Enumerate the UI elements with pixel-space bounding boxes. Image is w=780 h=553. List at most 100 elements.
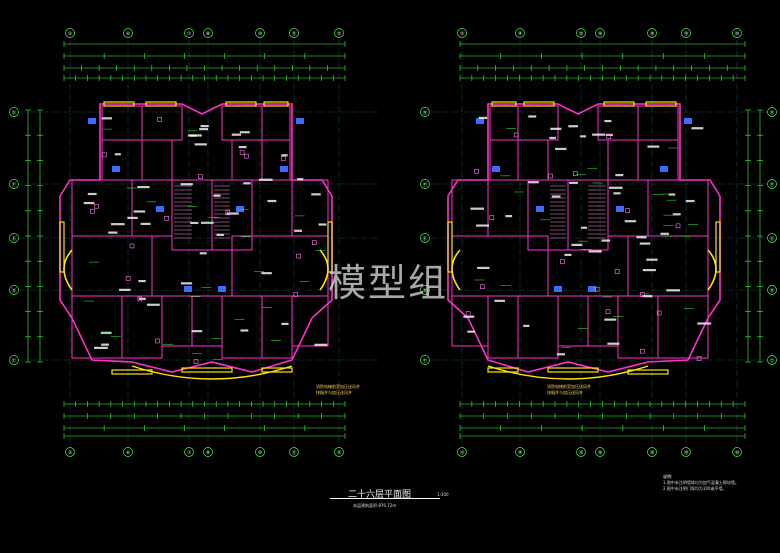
room-label-mark xyxy=(110,223,125,226)
room-label-mark xyxy=(555,147,567,151)
axis-bubble-label: Ⓖ xyxy=(770,109,775,116)
axis-bubble xyxy=(420,179,430,189)
axis-bubble xyxy=(334,447,344,457)
axis-bubble xyxy=(9,285,19,295)
room-label-mark xyxy=(477,266,490,270)
room-label-mark xyxy=(568,125,579,128)
axis-bubble xyxy=(732,28,742,38)
door-swing xyxy=(296,118,304,124)
room-label-mark xyxy=(668,193,676,196)
room-label-mark xyxy=(108,231,118,234)
room-label-mark xyxy=(463,315,475,318)
room-label-mark xyxy=(592,133,606,136)
scale-label: 1:100 xyxy=(437,492,449,497)
room-label-mark xyxy=(297,178,304,181)
axis-bubble-label: Ⓒ xyxy=(770,357,775,364)
room-label-mark xyxy=(604,119,612,123)
axis-bubble xyxy=(9,355,19,365)
door-swing xyxy=(184,286,192,292)
room-label-mark xyxy=(660,232,669,235)
door-swing xyxy=(112,166,120,172)
room-label-mark xyxy=(318,223,327,226)
axis-bubble-label: ⑭ xyxy=(518,449,523,456)
room-label-mark xyxy=(199,252,207,255)
room-label-mark xyxy=(564,253,572,256)
axis-bubble-label: Ⓕ xyxy=(770,181,775,188)
window xyxy=(715,221,721,273)
window xyxy=(225,101,257,107)
callout-left-line: 排烟井与加压送风井 xyxy=(316,390,352,395)
axis-bubble xyxy=(184,447,194,457)
drawing-title: 二十六层平面图 xyxy=(348,490,412,500)
fixture xyxy=(193,359,199,364)
room-label-mark xyxy=(180,183,193,186)
balcony-curve xyxy=(131,365,293,380)
axis-bubble-label: ⑦ xyxy=(187,31,191,37)
room-label-mark xyxy=(639,242,651,245)
room-label-mark xyxy=(133,210,146,213)
fixture xyxy=(594,286,600,292)
axis-bubble-label: ⑯ xyxy=(598,449,603,456)
axis-bubble xyxy=(420,285,430,295)
room-label-mark xyxy=(146,303,160,306)
axis-bubble xyxy=(457,28,467,38)
room-label-mark xyxy=(180,282,193,285)
window xyxy=(645,101,677,107)
axis-bubble xyxy=(647,447,657,457)
axis-bubble xyxy=(420,355,430,365)
axis-bubble xyxy=(255,28,265,38)
fixture xyxy=(296,253,301,259)
room-label-mark xyxy=(119,288,131,291)
fixture xyxy=(625,208,630,213)
axis-bubble xyxy=(9,107,19,117)
axis-bubble-label: Ⓕ xyxy=(12,181,17,188)
room-label-mark xyxy=(523,324,530,327)
axis-bubble xyxy=(767,355,777,365)
axis-bubble xyxy=(184,28,194,38)
room-label-mark xyxy=(549,136,557,140)
room-label-mark xyxy=(601,239,611,242)
unit-plan-left xyxy=(59,101,333,380)
fixture xyxy=(280,156,286,161)
fixture xyxy=(474,168,479,174)
axis-bubble xyxy=(515,447,525,457)
fixture xyxy=(696,356,702,361)
axis-bubble xyxy=(9,179,19,189)
room-label-mark xyxy=(615,173,624,177)
door-swing xyxy=(684,118,692,124)
axis-bubble xyxy=(515,28,525,38)
fixture xyxy=(225,210,231,216)
axis-bubble-label: ⑥ xyxy=(126,31,130,37)
room-label-mark xyxy=(604,318,617,321)
room-label-mark xyxy=(94,346,108,349)
room-label-mark xyxy=(194,143,207,146)
note-item: 2.图中未注明门垛均为100或平墙。 xyxy=(663,486,727,491)
fixture xyxy=(614,269,620,274)
window xyxy=(181,367,233,373)
axis-bubble-label: Ⓖ xyxy=(12,109,17,116)
bay-window xyxy=(451,249,461,291)
axis-bubble-label: ⑥ xyxy=(126,450,130,456)
axis-bubble-label: Ⓔ xyxy=(770,235,775,242)
callout-left: 消防电梯前室加压送风井 排烟井与加压送风井 xyxy=(316,384,360,396)
room-label-mark xyxy=(666,289,681,292)
room-label-mark xyxy=(294,229,303,232)
fixture xyxy=(129,243,135,249)
fixture xyxy=(675,223,681,229)
room-label-mark xyxy=(216,233,224,237)
room-label-mark xyxy=(528,115,537,118)
window xyxy=(261,367,293,373)
fixture xyxy=(465,311,471,316)
room-label-mark xyxy=(240,329,249,332)
axis-bubble-label: ⑦ xyxy=(187,450,191,456)
axis-bubble-label: ⑧ xyxy=(206,450,210,456)
balcony-curve xyxy=(487,365,649,380)
door-swing xyxy=(536,206,544,212)
axis-bubble xyxy=(65,28,75,38)
room-label-mark xyxy=(551,195,561,198)
room-label-mark xyxy=(646,258,658,261)
room-label-mark xyxy=(672,213,681,216)
room-label-mark xyxy=(137,186,150,189)
callout-right: 消防电梯前室加压送风井 排烟井与加压送风井 xyxy=(547,384,591,396)
axis-bubble-label: ⑪ xyxy=(292,449,297,456)
